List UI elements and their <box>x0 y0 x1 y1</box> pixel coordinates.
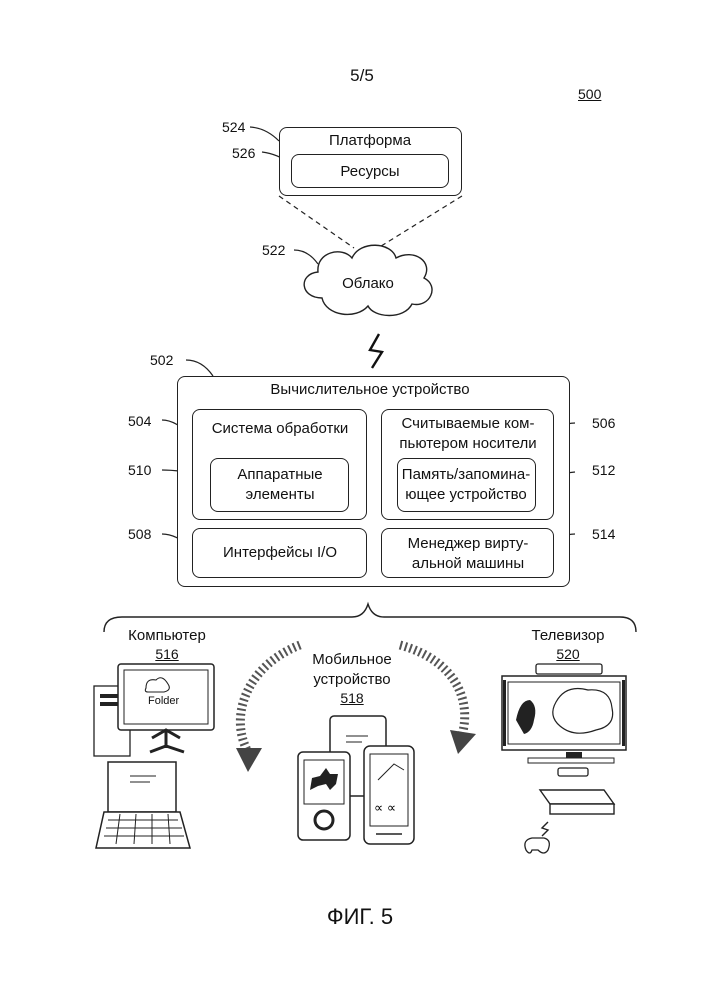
computing-device-title: Вычислительное устройство <box>270 381 469 398</box>
cloud-label: Облако <box>342 275 394 292</box>
hardware-label: Аппаратныеэлементы <box>237 465 322 505</box>
resources-label: Ресурсы <box>340 163 399 180</box>
memory-ref: 512 <box>592 462 615 478</box>
hardware-ref: 510 <box>128 462 151 478</box>
platform-title: Платформа <box>329 132 411 149</box>
vm-ref: 514 <box>592 526 615 542</box>
computer-label: Компьютер <box>128 627 206 644</box>
mobile-label: Мобильноеустройство <box>312 650 392 690</box>
svg-text:∝ ∝: ∝ ∝ <box>374 800 396 815</box>
computer-illustration <box>94 664 214 848</box>
platform-ref: 524 <box>222 119 245 135</box>
tv-label: Телевизор <box>531 627 604 644</box>
io-ref: 508 <box>128 526 151 542</box>
vm-label: Менеджер вирту-альной машины <box>408 534 529 574</box>
computing-device-ref: 502 <box>150 352 173 368</box>
memory-label: Память/запомина-ющее устройство <box>402 465 530 505</box>
mobile-illustration: ∝ ∝ <box>298 716 414 844</box>
computer-ref: 516 <box>155 646 178 662</box>
processing-system-ref: 504 <box>128 413 151 429</box>
tv-illustration <box>502 664 626 853</box>
figure-caption: ФИГ. 5 <box>327 904 393 930</box>
media-label: Считываемые ком-пьютером носители <box>399 414 536 454</box>
processing-system-title: Система обработки <box>212 420 349 437</box>
resources-ref: 526 <box>232 145 255 161</box>
tv-ref: 520 <box>556 646 579 662</box>
cloud-ref: 522 <box>262 242 285 258</box>
folder-label: Folder <box>148 695 179 707</box>
mobile-ref: 518 <box>340 690 363 706</box>
media-ref: 506 <box>592 415 615 431</box>
io-label: Интерфейсы I/O <box>223 544 337 561</box>
